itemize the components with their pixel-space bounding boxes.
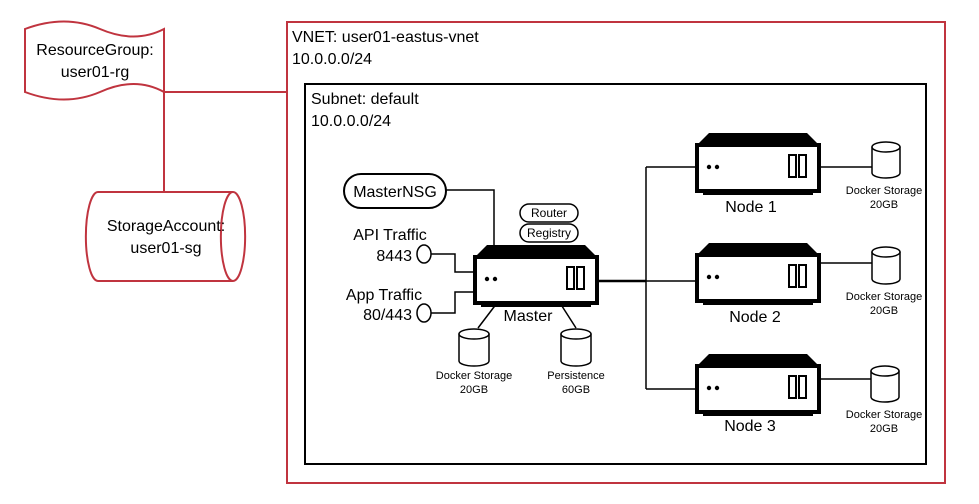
- server-chassis-bottom: [703, 299, 813, 305]
- app-traffic-port: 80/443: [363, 307, 412, 324]
- app-traffic-label: App Traffic: [346, 287, 422, 304]
- subnet-boundary: [304, 83, 927, 465]
- server-chassis-top: [697, 243, 819, 255]
- storage-size: 20GB: [870, 199, 898, 211]
- server-chassis-bottom: [481, 301, 591, 307]
- app-traffic-connector: [431, 291, 475, 314]
- vnet: VNET: user01-eastus-vnet 10.0.0.0/24: [286, 21, 946, 484]
- router-label: Router: [531, 206, 567, 220]
- app-traffic-endpoint: [416, 303, 432, 323]
- vnet-title: VNET: user01-eastus-vnet: [292, 29, 479, 46]
- server-chassis-top: [697, 133, 819, 145]
- node-2-storage: Docker Storage 20GB: [846, 246, 922, 317]
- node-2-label: Node 2: [729, 309, 781, 326]
- server-chassis-bottom: [703, 189, 813, 195]
- server-bay-icon: [798, 375, 807, 399]
- server-bay-icon: [788, 154, 797, 178]
- master-nsg: MasterNSG: [343, 173, 447, 209]
- api-traffic-endpoint: [416, 244, 432, 264]
- api-traffic-label: API Traffic: [353, 227, 427, 244]
- storage-account-cap: [219, 191, 234, 282]
- server-led-icon: [706, 164, 712, 170]
- api-traffic-connector: [431, 253, 475, 273]
- server-led-icon: [714, 164, 720, 170]
- server-bay-icon: [798, 264, 807, 288]
- server-led-icon: [714, 274, 720, 280]
- registry: Registry: [519, 223, 579, 243]
- storage-size: 20GB: [870, 423, 898, 435]
- server-bay-icon: [566, 266, 575, 290]
- subnet-cidr: 10.0.0.0/24: [311, 113, 391, 130]
- router: Router: [519, 203, 579, 223]
- api-traffic-port: 8443: [376, 248, 412, 265]
- storage-label: Docker Storage: [846, 409, 922, 421]
- storage-account: StorageAccount: user01-sg: [84, 191, 247, 282]
- server-bay-icon: [576, 266, 585, 290]
- network-connectors: [431, 166, 872, 390]
- resource-group: ResourceGroup: user01-rg: [24, 20, 165, 101]
- registry-shape: [519, 223, 579, 243]
- master-storage-link: [477, 302, 498, 329]
- node-1-label: Node 1: [725, 199, 777, 216]
- master-persistence-link: [559, 302, 577, 329]
- resource-group-title: ResourceGroup:: [36, 42, 153, 59]
- database-icon: [871, 147, 901, 179]
- storage-account-title: StorageAccount:: [107, 218, 225, 235]
- node-3-server: [695, 354, 821, 416]
- vnet-boundary: [286, 21, 946, 484]
- database-icon-top: [458, 328, 490, 340]
- server-led-icon: [714, 385, 720, 391]
- database-icon: [560, 334, 592, 367]
- database-icon-top: [560, 328, 592, 340]
- subnet: Subnet: default 10.0.0.0/24: [304, 83, 927, 465]
- storage-size: 20GB: [870, 305, 898, 317]
- server-bay-icon: [788, 375, 797, 399]
- node-1-storage: Docker Storage 20GB: [846, 141, 922, 211]
- database-icon: [871, 252, 901, 285]
- api-traffic: API Traffic 8443: [353, 227, 432, 265]
- node-3-storage: Docker Storage 20GB: [846, 365, 922, 435]
- router-shape: [519, 203, 579, 223]
- node-2-server: [695, 243, 821, 305]
- nsg-master-connector: [446, 189, 495, 245]
- app-traffic: App Traffic 80/443: [346, 287, 432, 324]
- storage-label: Docker Storage: [436, 370, 512, 382]
- server-bay-icon: [798, 154, 807, 178]
- node-1-server: [695, 133, 821, 195]
- node-3-label: Node 3: [724, 418, 776, 435]
- master-label: Master: [504, 308, 554, 325]
- master-nsg-label: MasterNSG: [353, 184, 437, 201]
- server-led-icon: [706, 385, 712, 391]
- database-icon-top: [870, 365, 900, 377]
- server-chassis-top: [697, 354, 819, 366]
- server-led-icon: [706, 274, 712, 280]
- database-icon: [870, 371, 900, 403]
- server-chassis-bottom: [703, 410, 813, 416]
- resource-group-shape: [24, 20, 165, 101]
- server-led-icon: [484, 276, 490, 282]
- resource-group-name: user01-rg: [61, 64, 129, 81]
- master-persistence: Persistence 60GB: [547, 328, 605, 396]
- storage-account-name: user01-sg: [130, 240, 201, 257]
- master-nsg-shape: [343, 173, 447, 209]
- storage-label: Docker Storage: [846, 291, 922, 303]
- database-icon-top: [871, 246, 901, 258]
- subnet-title: Subnet: default: [311, 91, 419, 108]
- server-bay-icon: [788, 264, 797, 288]
- database-icon: [458, 334, 490, 367]
- master-docker-storage: Docker Storage 20GB: [436, 328, 512, 396]
- server-led-icon: [492, 276, 498, 282]
- storage-label: Docker Storage: [846, 185, 922, 197]
- vnet-cidr: 10.0.0.0/24: [292, 51, 372, 68]
- master-server: [473, 245, 599, 307]
- storage-size: 20GB: [460, 384, 488, 396]
- server-chassis-top: [475, 245, 597, 257]
- persistence-size: 60GB: [562, 384, 590, 396]
- persistence-label: Persistence: [547, 370, 604, 382]
- database-icon-top: [871, 141, 901, 153]
- registry-label: Registry: [527, 226, 571, 240]
